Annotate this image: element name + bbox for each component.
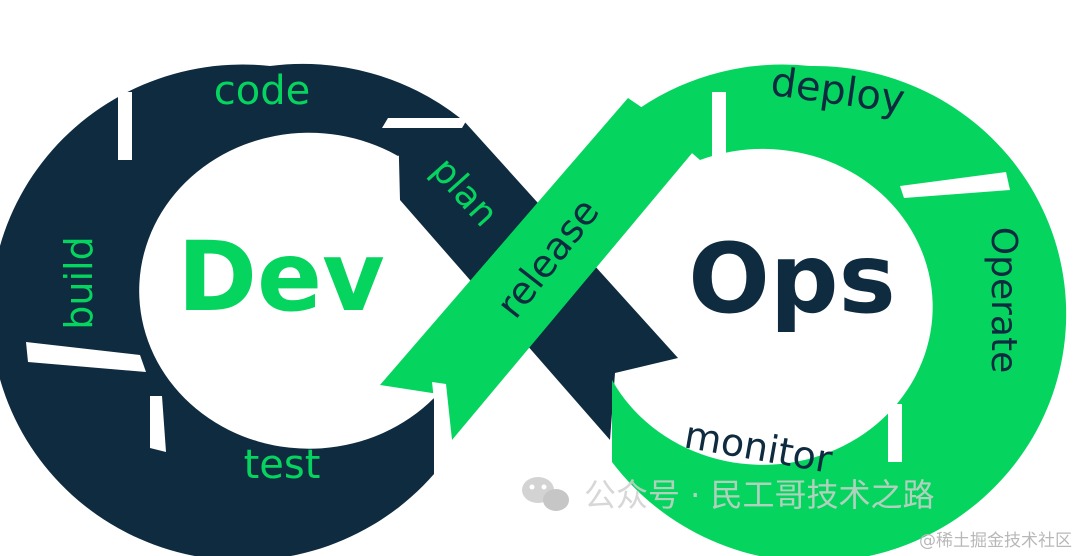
wechat-watermark: 公众号 · 民工哥技术之路: [522, 476, 935, 514]
stage-build: build: [57, 236, 101, 329]
dev-title: Dev: [177, 221, 384, 333]
dev-ring: [0, 63, 460, 556]
release-ribbon: [380, 98, 698, 440]
juejin-watermark-text: @稀土掘金技术社区: [919, 531, 1072, 551]
ops-title: Ops: [688, 223, 895, 335]
dev-gap-top: [118, 92, 132, 160]
wechat-icon: [522, 477, 569, 511]
ops-loop: [612, 64, 1067, 556]
dev-gap-plan: [382, 118, 468, 128]
ops-gap-right: [900, 172, 1010, 198]
dev-gap-left: [26, 342, 146, 372]
release-band: [380, 98, 698, 440]
ops-gap-top: [712, 92, 726, 168]
ops-gap-bottom: [888, 404, 902, 462]
stage-test: test: [244, 442, 321, 488]
release-gap: [432, 382, 452, 440]
stage-operate: Operate: [983, 227, 1024, 373]
dev-gap-bottom: [150, 396, 166, 452]
stage-code: code: [214, 68, 310, 114]
wechat-watermark-text: 公众号 · 民工哥技术之路: [584, 476, 935, 514]
